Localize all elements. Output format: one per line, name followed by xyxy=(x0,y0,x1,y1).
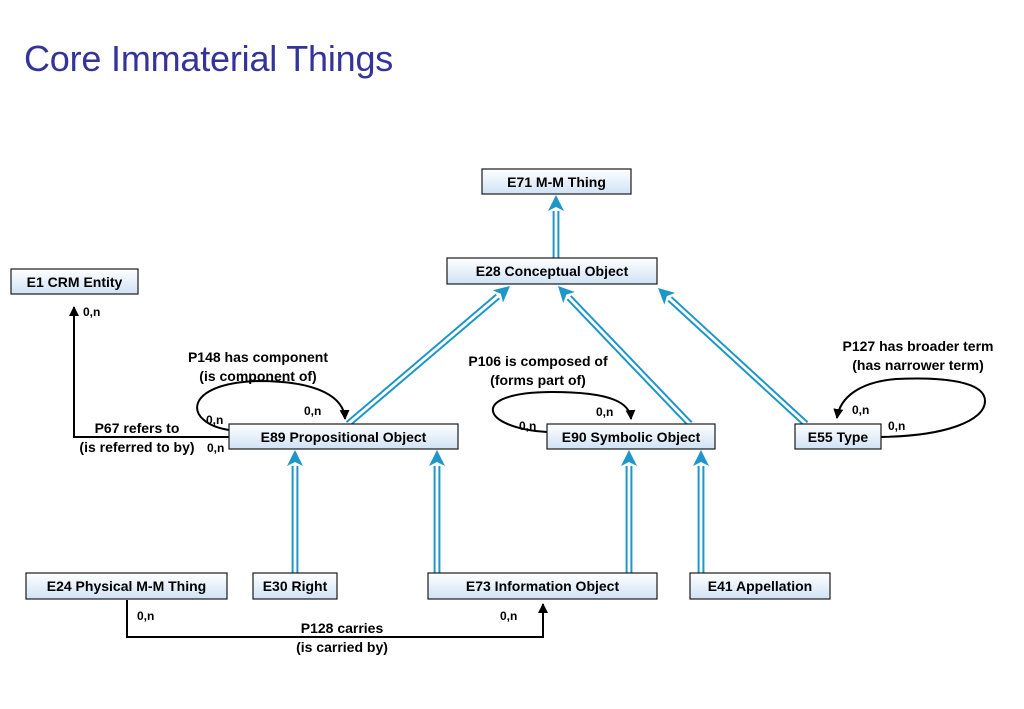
svg-text:E55 Type: E55 Type xyxy=(808,429,869,445)
p127-cardinality-range: 0,n xyxy=(852,403,869,417)
p67-cardinality-domain: 0,n xyxy=(207,441,224,455)
p67-label-line1: P67 refers to xyxy=(95,420,180,436)
p148-cardinality-range: 0,n xyxy=(304,404,321,418)
p67-label-line2: (is referred to by) xyxy=(79,439,194,455)
node-e41[interactable]: E41 Appellation xyxy=(689,572,831,600)
svg-text:E71 M-M Thing: E71 M-M Thing xyxy=(507,174,606,190)
p106-cardinality-domain: 0,n xyxy=(519,419,536,433)
inheritance-arrow-e73-isa-e90 xyxy=(621,450,637,573)
p148-loop-arrow xyxy=(196,379,350,431)
p128-label-line2: (is carried by) xyxy=(296,639,388,655)
inheritance-arrow-e55-isa-e28 xyxy=(658,288,809,427)
svg-text:E28 Conceptual Object: E28 Conceptual Object xyxy=(476,263,629,279)
node-e24[interactable]: E24 Physical M-M Thing xyxy=(25,572,228,600)
node-e28[interactable]: E28 Conceptual Object xyxy=(446,257,658,285)
svg-text:E73 Information Object: E73 Information Object xyxy=(466,578,620,594)
p127-loop-arrow xyxy=(833,377,987,438)
p67-arrow xyxy=(69,306,229,438)
svg-text:E41 Appellation: E41 Appellation xyxy=(708,578,813,594)
inheritance-arrow-e41-isa-e90 xyxy=(693,450,709,573)
node-e90[interactable]: E90 Symbolic Object xyxy=(546,423,716,450)
p106-label-line1: P106 is composed of xyxy=(468,353,608,369)
p128-cardinality-domain: 0,n xyxy=(137,609,154,623)
p128-label-line1: P128 carries xyxy=(301,620,384,636)
p106-loop-arrow xyxy=(491,390,636,433)
page-title: Core Immaterial Things xyxy=(24,38,394,79)
inheritance-arrow-e89-isa-e28 xyxy=(345,286,510,427)
node-e1[interactable]: E1 CRM Entity xyxy=(10,268,139,295)
p148-label-line1: P148 has component xyxy=(188,349,328,365)
p127-cardinality-domain: 0,n xyxy=(888,419,905,433)
node-e89[interactable]: E89 Propositional Object xyxy=(228,423,459,450)
p148-label-line2: (is component of) xyxy=(199,368,316,384)
p106-cardinality-range: 0,n xyxy=(596,405,613,419)
svg-text:E24 Physical M-M Thing: E24 Physical M-M Thing xyxy=(47,578,206,594)
svg-text:E90 Symbolic Object: E90 Symbolic Object xyxy=(562,429,701,445)
node-e71[interactable]: E71 M-M Thing xyxy=(481,168,632,195)
node-e55[interactable]: E55 Type xyxy=(794,423,882,450)
inheritance-arrow-e90-isa-e28 xyxy=(558,286,693,427)
p106-label-line2: (forms part of) xyxy=(490,372,586,388)
inheritance-arrow-e30-isa-e89 xyxy=(287,450,303,573)
svg-text:E1 CRM Entity: E1 CRM Entity xyxy=(27,274,123,290)
inheritance-arrow-e73-isa-e89 xyxy=(429,450,445,573)
inheritance-arrows xyxy=(287,195,809,573)
p148-cardinality-domain: 0,n xyxy=(206,413,223,427)
node-e73[interactable]: E73 Information Object xyxy=(427,572,658,600)
p127-label-line1: P127 has broader term xyxy=(843,338,994,354)
svg-text:E89 Propositional Object: E89 Propositional Object xyxy=(261,429,427,445)
node-e30[interactable]: E30 Right xyxy=(252,572,338,600)
p67-cardinality-range: 0,n xyxy=(83,305,100,319)
inheritance-arrow-e28-isa-e71 xyxy=(548,195,564,258)
p128-cardinality-range: 0,n xyxy=(500,609,517,623)
p128-arrow xyxy=(126,600,548,638)
svg-text:E30 Right: E30 Right xyxy=(263,578,328,594)
p127-label-line2: (has narrower term) xyxy=(852,357,983,373)
